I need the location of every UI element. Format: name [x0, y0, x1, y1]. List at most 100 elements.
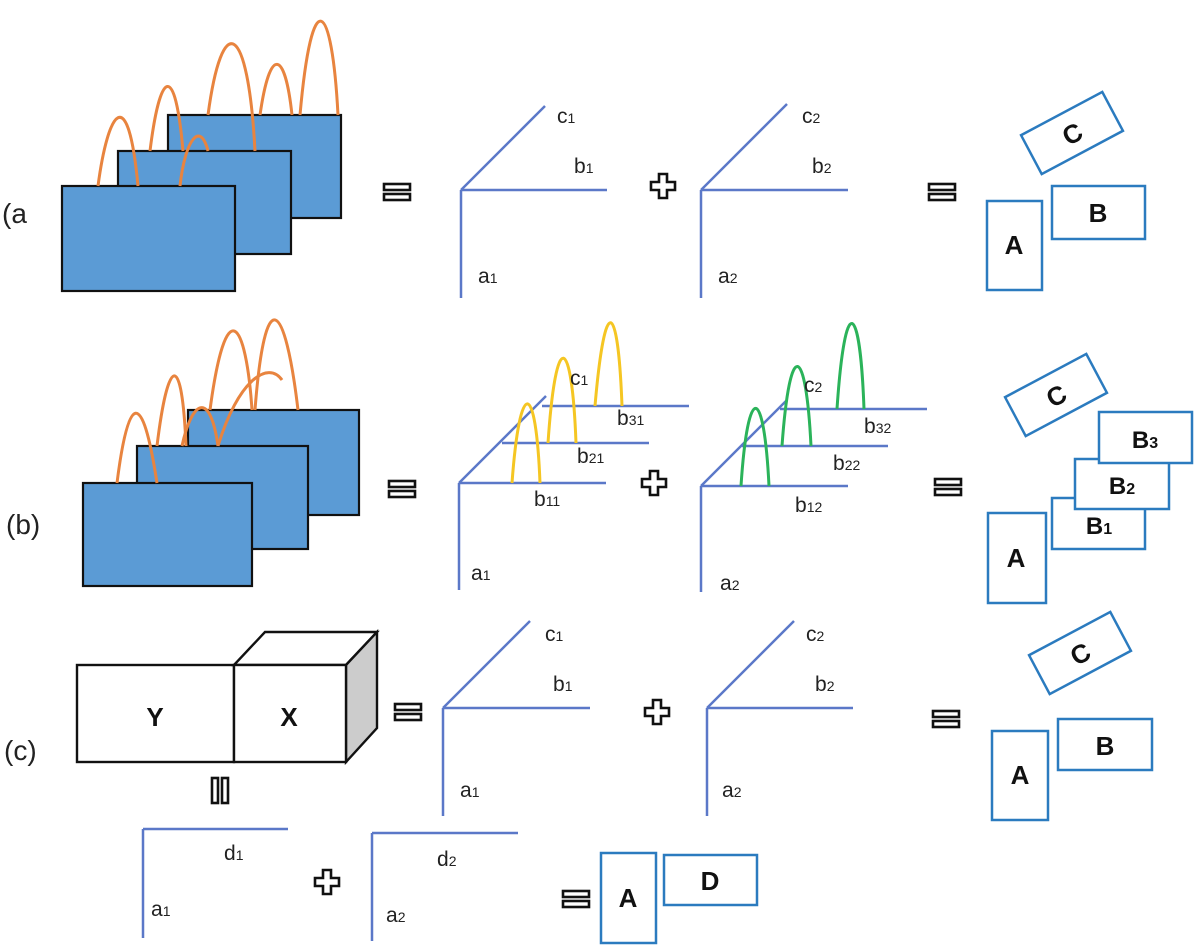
box-b	[1050, 184, 1147, 241]
equals-sign-vertical	[210, 776, 230, 805]
box-a-label: A	[1011, 760, 1030, 790]
peak	[253, 318, 300, 411]
box-d	[662, 853, 759, 907]
label-c2: c2	[806, 623, 825, 646]
peak-green	[780, 365, 813, 447]
row-a-label: (a	[2, 198, 27, 229]
box-b3-label: B3	[1132, 427, 1158, 454]
label-c2: c2	[802, 105, 821, 128]
label-c2: c2	[804, 374, 823, 397]
peak-yellow	[510, 402, 542, 484]
equals-sign	[393, 702, 423, 722]
row-b: (b) c1 b31 b21	[6, 318, 1194, 605]
peak	[206, 42, 257, 152]
label-c1: c1	[545, 623, 564, 646]
label-c1: c1	[570, 367, 589, 390]
tensor-x	[232, 663, 348, 764]
peak	[96, 115, 140, 187]
label-b1: b1	[574, 155, 594, 178]
label-b11: b11	[534, 488, 560, 511]
box-c: C	[1003, 352, 1109, 438]
box-c: C	[1027, 610, 1133, 696]
box-b-label: B	[1089, 198, 1108, 228]
factor-boxes: C A B1 B2 B3	[986, 352, 1194, 605]
box-a	[990, 729, 1050, 822]
factor-boxes: C A B	[985, 90, 1147, 292]
peak	[216, 371, 284, 447]
label-b2: b2	[815, 673, 835, 696]
box-a-label: A	[1007, 543, 1026, 573]
box-b	[1056, 717, 1154, 772]
box-c: C	[1019, 90, 1125, 176]
panel-front	[81, 481, 254, 588]
label-b21: b21	[577, 445, 604, 468]
axes-component-1: c1 b1 a1	[459, 105, 607, 298]
peak	[298, 19, 340, 116]
equals-sign	[387, 479, 417, 499]
label-a2: a2	[720, 572, 740, 595]
equals-sign	[933, 477, 963, 497]
factor-boxes: C A B	[990, 610, 1154, 822]
box-b1-label: B1	[1086, 513, 1112, 540]
row-a: (a c1 b1 a1	[2, 19, 1147, 298]
axes-component-1: c1 b1 a1	[441, 620, 590, 816]
label-b2: b2	[812, 155, 832, 178]
plus-sign	[640, 469, 668, 497]
peak	[115, 411, 159, 484]
equals-sign	[561, 889, 591, 909]
matrix-y	[75, 663, 236, 764]
peak-yellow	[546, 356, 578, 444]
box-b-label: B	[1096, 731, 1115, 761]
label-b22: b22	[833, 452, 860, 475]
matrix-y-label: Y	[146, 702, 163, 732]
axes-component-1: d1 a1	[141, 827, 288, 938]
label-a2: a2	[718, 265, 738, 288]
label-d2: d2	[437, 848, 457, 871]
axes-component-2: c2 b2 a2	[699, 103, 848, 298]
label-a1: a1	[471, 562, 491, 585]
label-a1: a1	[478, 265, 498, 288]
peak	[208, 329, 254, 411]
coupled-matrix-tensor: Y X	[75, 628, 380, 766]
label-c1: c1	[557, 105, 576, 128]
axes-component-2: d2 a2	[370, 831, 518, 941]
label-b1: b1	[553, 673, 573, 696]
row-d: d1 a1 d2 a2 A D	[141, 827, 759, 945]
equals-sign	[927, 182, 957, 202]
peak-green	[739, 407, 771, 487]
peak	[258, 63, 294, 116]
label-b32: b32	[864, 415, 891, 438]
label-a1: a1	[460, 779, 480, 802]
row-a-tensor-stack	[60, 19, 343, 293]
plus-sign	[313, 868, 341, 896]
box-a-label: A	[1005, 230, 1024, 260]
label-a1: a1	[151, 898, 171, 921]
tensor-x-label: X	[280, 702, 298, 732]
axes-component-1: c1 b31 b21 b11 a1	[457, 321, 689, 590]
box-b2	[1073, 457, 1171, 511]
peak-yellow	[593, 321, 624, 407]
row-b-tensor-stack	[81, 318, 361, 588]
label-d1: d1	[224, 842, 244, 865]
plus-sign	[643, 698, 671, 726]
equals-sign	[382, 182, 412, 202]
peak	[178, 134, 210, 187]
box-a	[986, 511, 1048, 605]
peak-green	[835, 322, 866, 410]
plus-sign	[649, 172, 677, 200]
panel-front	[60, 184, 237, 293]
box-a	[599, 851, 658, 945]
row-b-label: (b)	[6, 509, 40, 540]
label-a2: a2	[722, 779, 742, 802]
box-a	[985, 199, 1044, 292]
axes-component-2: c2 b32 b22 b12 a2	[699, 322, 927, 595]
box-a-label: A	[619, 883, 638, 913]
equals-sign	[931, 709, 961, 729]
peak	[155, 374, 188, 447]
peak	[180, 406, 220, 447]
box-b2-label: B2	[1109, 473, 1135, 500]
box-d-label: D	[701, 866, 720, 896]
peak	[148, 85, 185, 152]
factor-boxes: A D	[599, 851, 759, 945]
